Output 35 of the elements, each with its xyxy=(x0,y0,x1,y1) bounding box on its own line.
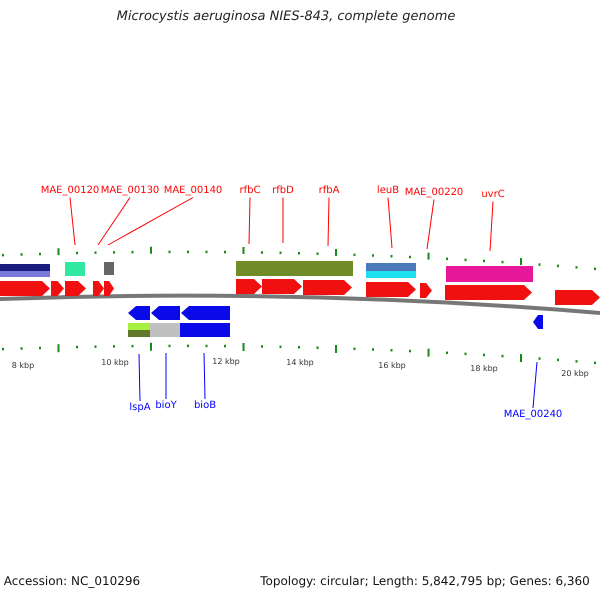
leader-line xyxy=(328,197,330,246)
leader-line xyxy=(98,197,130,246)
tick-label: 16 kbp xyxy=(378,361,406,370)
tick-label: 10 kbp xyxy=(101,358,129,368)
gene-label: MAE_00220 xyxy=(404,186,464,200)
leader-line xyxy=(388,197,392,248)
gene-label: MAE_00130 xyxy=(100,184,160,198)
leader-line xyxy=(138,354,140,402)
tick-label: 20 kbp xyxy=(561,369,589,378)
tick-label: 8 kbp xyxy=(12,361,34,370)
accession-text: Accession: NC_010296 xyxy=(4,575,140,589)
gene-label: MAE_00120 xyxy=(40,184,100,198)
leader-line xyxy=(282,197,284,244)
gene-label: uvrC xyxy=(481,188,505,202)
gene-label: MAE_00240 xyxy=(504,408,562,422)
gene-label: rfbA xyxy=(318,184,340,198)
leader-line xyxy=(490,201,494,252)
genome-summary-text: Topology: circular; Length: 5,842,795 bp; Genes: 6,360 xyxy=(260,575,590,589)
leader-line xyxy=(248,197,250,244)
gene-label: bioY xyxy=(155,399,177,412)
tick-label: 14 kbp xyxy=(286,358,314,368)
gene-label: leuB xyxy=(376,184,400,198)
leader-line xyxy=(426,199,434,250)
leader-line xyxy=(204,352,206,400)
leader-line xyxy=(532,362,538,408)
leader-line xyxy=(70,197,76,246)
gene-label: lspA xyxy=(129,401,151,414)
gene-label: rfbD xyxy=(272,184,294,198)
leader-line xyxy=(108,197,194,246)
gene-label: rfbC xyxy=(240,184,260,198)
tick-label: 18 kbp xyxy=(470,364,498,374)
tick-label: 12 kbp xyxy=(212,357,240,366)
gene-label: MAE_00140 xyxy=(164,184,222,198)
gene-label: bioB xyxy=(194,399,216,412)
diagram-title: Microcystis aeruginosa NIES-843, complete genome xyxy=(116,10,456,25)
